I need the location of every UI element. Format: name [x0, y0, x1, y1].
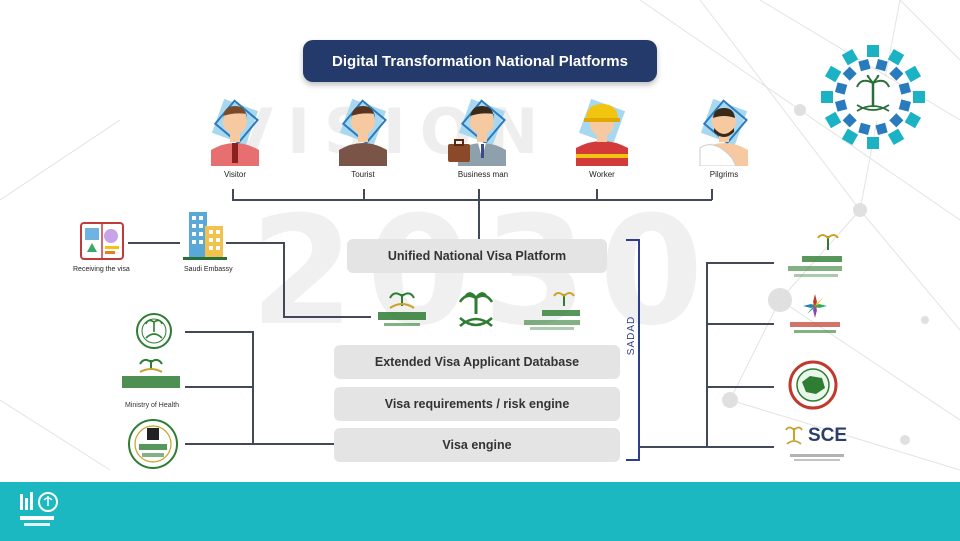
- right-link-2: [706, 323, 774, 325]
- sce-logo-icon: [785, 426, 844, 461]
- right-link-4: [706, 446, 774, 448]
- persona-tourist: Tourist: [323, 98, 403, 179]
- left-link-vertical: [252, 331, 254, 445]
- title-banner: Digital Transformation National Platform…: [303, 40, 657, 82]
- persona-visitor: Visitor: [195, 98, 275, 179]
- sce-label: SCE: [808, 425, 848, 446]
- pilgrim-avatar-icon: [699, 98, 748, 166]
- tourist-avatar-icon: [339, 98, 387, 166]
- embassy-link-h2: [283, 316, 371, 318]
- bus-to-platform-line: [478, 200, 480, 240]
- left-link-to-engine: [252, 443, 334, 445]
- pill-label: Visa requirements / risk engine: [384, 397, 570, 411]
- persona-drop-worker: [596, 189, 598, 200]
- worker-avatar-icon: [576, 98, 628, 166]
- ministry-hajj-logo-icon: [128, 419, 178, 469]
- persona-drop-businessman: [478, 189, 480, 200]
- persona-label: Visitor: [223, 170, 247, 179]
- extended-visa-applicant-database: Extended Visa Applicant Database: [334, 345, 620, 379]
- persona-pilgrims: Pilgrims: [684, 98, 764, 179]
- saudi-government-seal-icon: [136, 313, 172, 349]
- visa-to-embassy-line: [128, 242, 180, 244]
- left-link-1: [185, 331, 253, 333]
- persona-drop-visitor: [232, 189, 234, 200]
- ministry-labor-logo-icon: [524, 292, 580, 330]
- ministry-of-health-logo-icon: [378, 292, 426, 326]
- ministry-labor-right-logo-icon: [788, 234, 842, 277]
- saudi-map-seal-icon: [788, 360, 838, 410]
- sadad-label: SADAD: [626, 315, 638, 356]
- persona-label: Pilgrims: [709, 170, 739, 179]
- saudi-embassy-building-icon: [183, 212, 227, 260]
- embassy-link-v: [283, 242, 285, 318]
- sadad-bracket: [626, 239, 640, 461]
- footer-bar: [0, 482, 960, 541]
- right-link-to-sadad: [640, 446, 708, 448]
- left-link-3: [185, 443, 253, 445]
- unified-national-visa-platform: Unified National Visa Platform: [347, 239, 607, 273]
- title-text: Digital Transformation National Platform…: [332, 52, 628, 70]
- right-link-1: [706, 262, 774, 264]
- persona-drop-tourist: [363, 189, 365, 200]
- visitor-avatar-icon: [211, 98, 259, 166]
- persona-business-man: Business man: [443, 98, 523, 179]
- persona-bus-line: [232, 199, 712, 201]
- visa-requirements-risk-engine: Visa requirements / risk engine: [334, 387, 620, 421]
- persona-label: Worker: [589, 170, 615, 179]
- saudi-embassy-label: Saudi Embassy: [184, 266, 233, 273]
- persona-label: Business man: [457, 170, 509, 179]
- ministry-of-health-left-logo-icon: [122, 358, 180, 388]
- pill-label: Unified National Visa Platform: [387, 249, 567, 263]
- saudi-emblem-icon: [458, 292, 494, 327]
- tourism-commission-logo-icon: [790, 294, 840, 333]
- businessman-avatar-icon: [448, 98, 506, 166]
- vision-2030-logo-icon: [821, 45, 925, 149]
- persona-drop-pilgrims: [711, 189, 713, 200]
- receiving-visa-label: Receiving the visa: [73, 266, 130, 273]
- receiving-visa-icon: [80, 222, 124, 260]
- right-link-3: [706, 386, 774, 388]
- embassy-link-h1: [226, 242, 284, 244]
- persona-label: Tourist: [351, 170, 375, 179]
- left-link-2: [185, 386, 253, 388]
- footer-vision-logo-icon: [20, 492, 58, 526]
- right-link-vertical: [706, 262, 708, 448]
- visa-engine: Visa engine: [334, 428, 620, 462]
- persona-worker: Worker: [562, 98, 642, 179]
- pill-label: Extended Visa Applicant Database: [374, 355, 580, 369]
- ministry-of-health-label: Ministry of Health: [124, 402, 180, 409]
- pill-label: Visa engine: [442, 438, 512, 452]
